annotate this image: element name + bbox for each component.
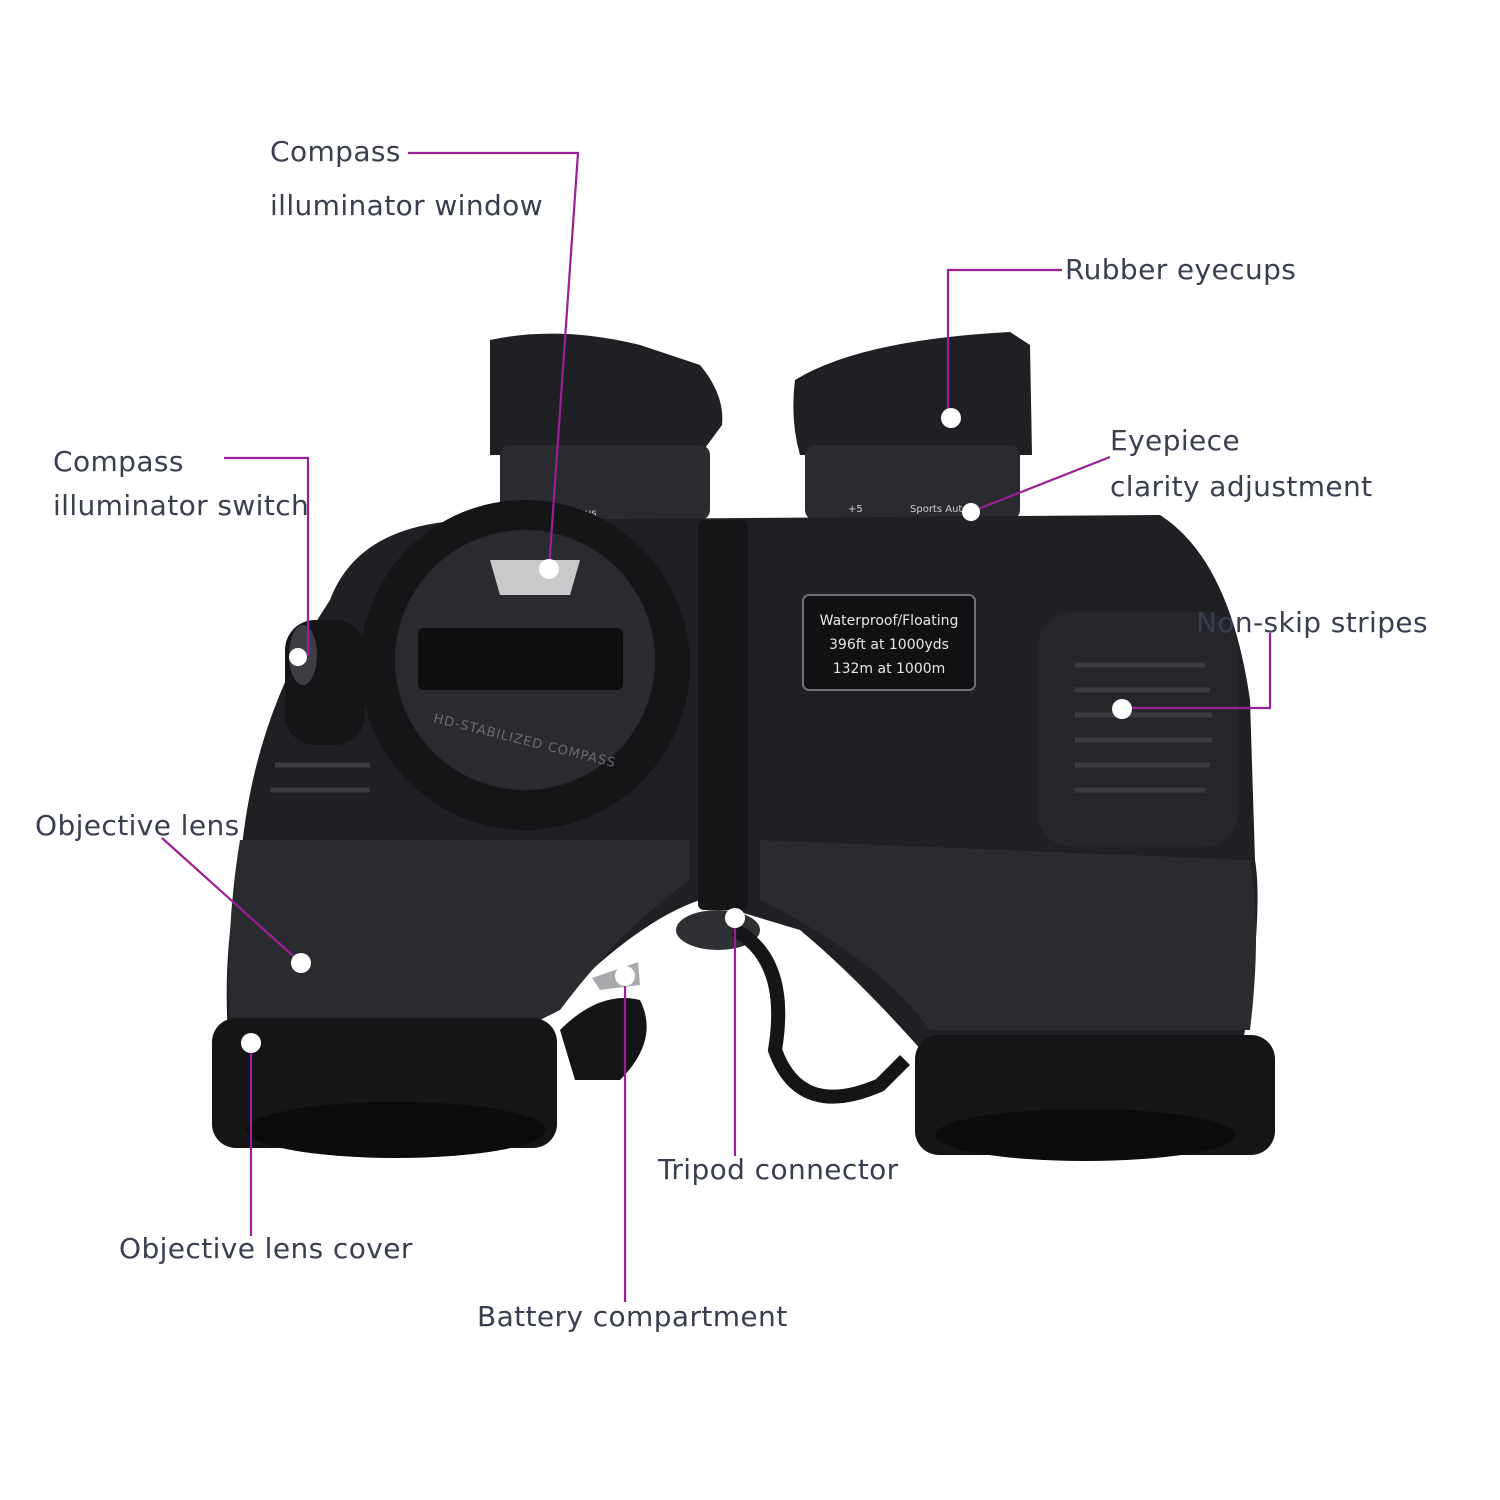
pointer-dots bbox=[241, 408, 1132, 1053]
right-focus-ring bbox=[805, 445, 1020, 520]
leader-compass-switch bbox=[224, 456, 310, 656]
eyepiece-mark-text: +5 bbox=[848, 504, 863, 515]
left-barrel bbox=[228, 840, 690, 1030]
label-compass-window-line1: Compass bbox=[270, 135, 401, 168]
plate-line-1: Waterproof/Floating bbox=[820, 613, 959, 629]
label-compass-switch-line2: illuminator switch bbox=[53, 489, 310, 522]
compass-display bbox=[418, 628, 623, 690]
dot-compass-switch bbox=[289, 648, 307, 666]
right-objective-lens bbox=[935, 1109, 1235, 1161]
strap-left bbox=[560, 998, 647, 1080]
label-objective-lens-cover: Objective lens cover bbox=[119, 1232, 413, 1265]
strap-cord bbox=[731, 923, 910, 1104]
right-eyecup bbox=[793, 332, 1032, 455]
dot-eyepiece bbox=[962, 503, 980, 521]
right-barrel bbox=[760, 840, 1256, 1030]
leader-eyepiece bbox=[972, 455, 1111, 513]
label-compass-switch-line1: Compass bbox=[53, 445, 184, 478]
dot-tripod-connector bbox=[725, 908, 745, 928]
label-compass-window-line2: illuminator window bbox=[270, 189, 543, 222]
dot-objective-lens bbox=[291, 953, 311, 973]
label-non-skip-stripes: Non-skip stripes bbox=[1196, 606, 1429, 639]
binocular-body: +5 Sports Auto Focus HD-STABILIZED COMPA… bbox=[212, 332, 1275, 1161]
leader-lines bbox=[161, 151, 1272, 1302]
dot-rubber-eyecups bbox=[941, 408, 961, 428]
dot-objective-lens-cover bbox=[241, 1033, 261, 1053]
label-rubber-eyecups: Rubber eyecups bbox=[1065, 253, 1297, 286]
left-objective-lens bbox=[246, 1102, 546, 1158]
label-objective-lens: Objective lens bbox=[35, 809, 240, 842]
plate-line-2: 396ft at 1000yds bbox=[829, 637, 949, 653]
dot-compass-window bbox=[539, 559, 559, 579]
label-eyepiece-line2: clarity adjustment bbox=[1110, 470, 1373, 503]
left-eyecup bbox=[490, 333, 723, 455]
label-battery-compartment: Battery compartment bbox=[477, 1300, 788, 1333]
center-hinge bbox=[698, 520, 748, 910]
left-focus-ring bbox=[500, 445, 710, 520]
plate-line-3: 132m at 1000m bbox=[833, 661, 946, 677]
leader-objective-lens bbox=[161, 837, 302, 964]
grip-panel bbox=[1038, 612, 1238, 847]
label-eyepiece-line1: Eyepiece bbox=[1110, 424, 1241, 457]
leader-rubber-eyecups bbox=[946, 268, 1062, 418]
compass-window bbox=[490, 560, 580, 595]
spec-plate bbox=[802, 594, 976, 691]
leader-compass-window bbox=[408, 151, 580, 570]
eyepiece-mode-text: Sports Auto bbox=[910, 504, 968, 515]
leader-non-skip-stripes bbox=[1122, 633, 1272, 710]
dot-battery-compartment bbox=[615, 966, 635, 986]
label-tripod-connector: Tripod connector bbox=[658, 1153, 899, 1186]
dot-non-skip-stripes bbox=[1112, 699, 1132, 719]
